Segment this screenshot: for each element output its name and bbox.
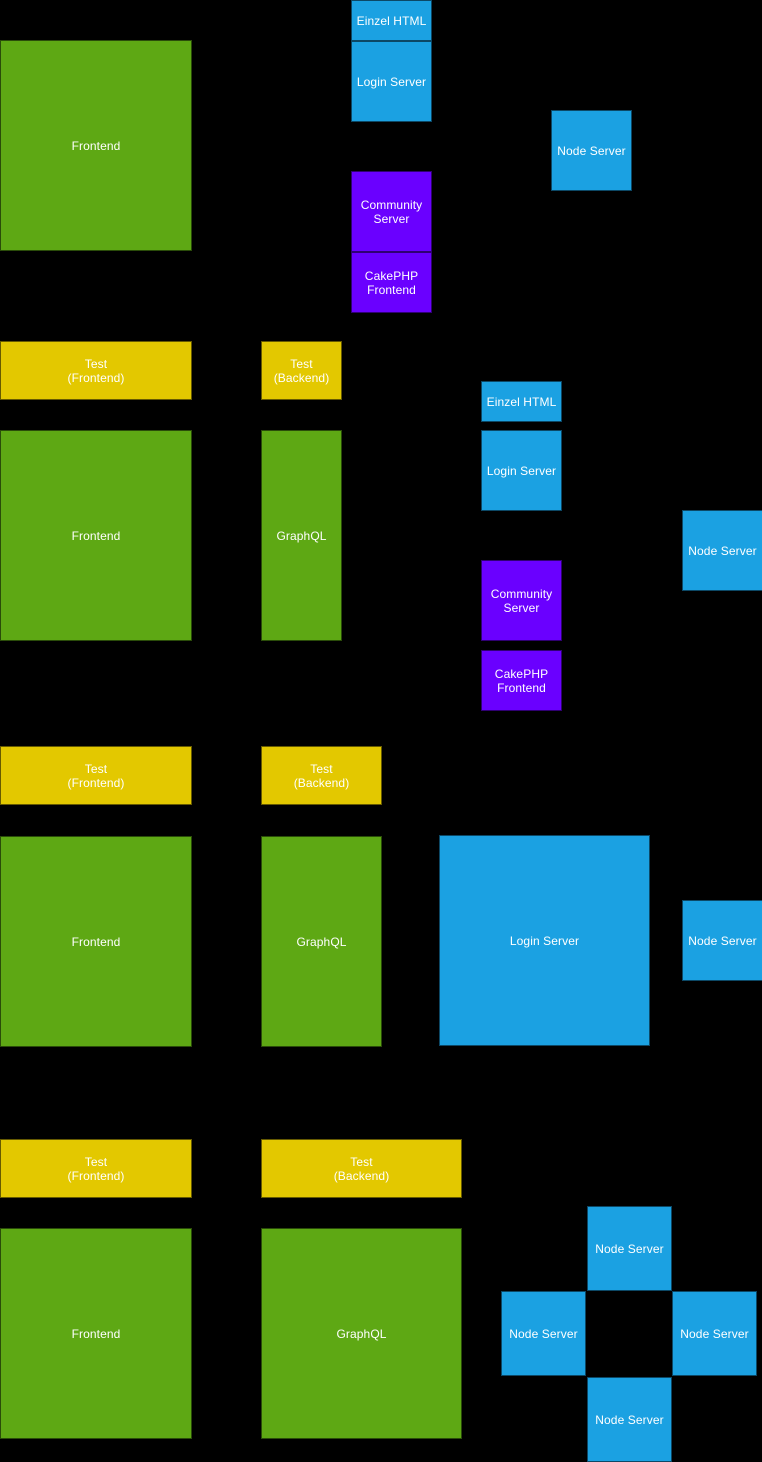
tile-label: Einzel HTML: [356, 13, 427, 28]
tile-label: Test (Backend): [293, 761, 350, 790]
tile-label: Test (Frontend): [67, 356, 125, 385]
tile-r2-test-frontend[interactable]: Test (Frontend): [0, 746, 192, 805]
tile-label: Frontend: [71, 934, 121, 949]
tile-r1-community[interactable]: Community Server: [351, 171, 432, 252]
tile-r3-node-server[interactable]: Node Server: [682, 900, 762, 981]
tile-label: Community Server: [360, 197, 423, 226]
tile-r4-node-server-bottom[interactable]: Node Server: [587, 1377, 672, 1462]
tile-label: Test (Backend): [273, 356, 330, 385]
tile-label: Test (Frontend): [67, 1154, 125, 1183]
tile-r4-frontend[interactable]: Frontend: [0, 1228, 192, 1439]
tile-r4-node-server-top[interactable]: Node Server: [587, 1206, 672, 1291]
tile-r2-graphql[interactable]: GraphQL: [261, 430, 342, 641]
tile-r2-test-backend[interactable]: Test (Backend): [261, 746, 382, 805]
tile-r2-node-server[interactable]: Node Server: [682, 510, 762, 591]
tile-label: GraphQL: [336, 1326, 387, 1341]
tile-r2-login-server[interactable]: Login Server: [481, 430, 562, 511]
tile-label: Node Server: [557, 143, 626, 158]
tile-r3-frontend[interactable]: Frontend: [0, 836, 192, 1047]
tile-label: Test (Frontend): [67, 761, 125, 790]
tile-label: Frontend: [71, 138, 121, 153]
tile-r2-cakephp[interactable]: CakePHP Frontend: [481, 650, 562, 711]
tile-r1-test-backend[interactable]: Test (Backend): [261, 341, 342, 400]
tile-r2-einzel-html[interactable]: Einzel HTML: [481, 381, 562, 422]
tile-label: Frontend: [71, 1326, 121, 1341]
tile-r3-login-server[interactable]: Login Server: [439, 835, 650, 1046]
tile-r2-community[interactable]: Community Server: [481, 560, 562, 641]
tile-label: GraphQL: [296, 934, 347, 949]
tile-r3-test-backend[interactable]: Test (Backend): [261, 1139, 462, 1198]
tile-label: CakePHP Frontend: [494, 666, 549, 695]
tile-label: Node Server: [688, 933, 757, 948]
tile-label: Frontend: [71, 528, 121, 543]
tile-label: CakePHP Frontend: [364, 268, 419, 297]
tile-r1-einzel-html[interactable]: Einzel HTML: [351, 0, 432, 41]
tile-label: Node Server: [509, 1326, 578, 1341]
tile-label: Login Server: [509, 933, 580, 948]
tile-r3-test-frontend[interactable]: Test (Frontend): [0, 1139, 192, 1198]
tile-r1-frontend[interactable]: Frontend: [0, 40, 192, 251]
tile-label: Node Server: [688, 543, 757, 558]
tile-label: Einzel HTML: [486, 394, 557, 409]
tile-label: Node Server: [595, 1412, 664, 1427]
tile-r4-node-server-right[interactable]: Node Server: [672, 1291, 757, 1376]
tile-r2-frontend[interactable]: Frontend: [0, 430, 192, 641]
tile-label: Node Server: [595, 1241, 664, 1256]
tile-r1-cakephp[interactable]: CakePHP Frontend: [351, 252, 432, 313]
tile-r1-test-frontend[interactable]: Test (Frontend): [0, 341, 192, 400]
tile-label: Node Server: [680, 1326, 749, 1341]
tile-r3-graphql[interactable]: GraphQL: [261, 836, 382, 1047]
tile-label: GraphQL: [276, 528, 327, 543]
tile-r1-node-server[interactable]: Node Server: [551, 110, 632, 191]
tile-r4-node-server-left[interactable]: Node Server: [501, 1291, 586, 1376]
tile-label: Login Server: [356, 74, 427, 89]
tile-r4-graphql[interactable]: GraphQL: [261, 1228, 462, 1439]
tile-label: Community Server: [490, 586, 553, 615]
tile-r1-login-server[interactable]: Login Server: [351, 41, 432, 122]
tile-label: Login Server: [486, 463, 557, 478]
tile-label: Test (Backend): [333, 1154, 390, 1183]
